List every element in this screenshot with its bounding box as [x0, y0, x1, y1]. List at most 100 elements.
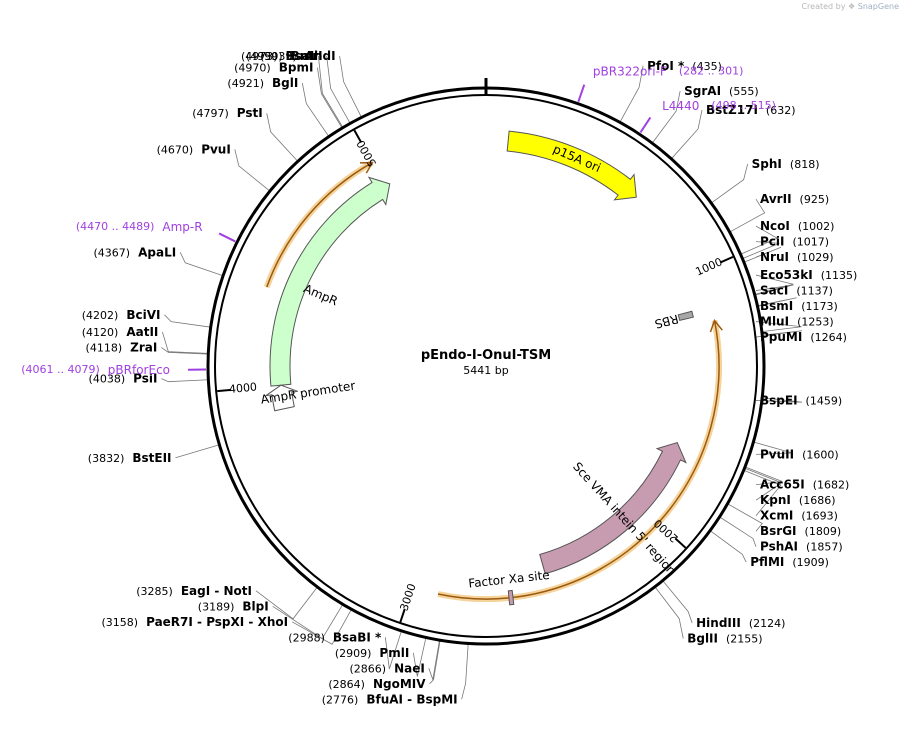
site-name-bfuai-bspmi: BfuAI - BspMI	[366, 692, 457, 706]
orf-arrowhead-0	[709, 318, 723, 333]
primer-pbr322ori-f-mark	[577, 84, 586, 102]
site-name-ppumi: PpuMI	[760, 330, 802, 344]
leader-apali	[179, 252, 224, 277]
site-ppumi: PpuMI(1264)	[760, 330, 847, 344]
site-bgli: (4921)BglI	[227, 76, 298, 90]
orf-arc-0	[437, 320, 720, 600]
site-eco53ki: Eco53kI(1135)	[760, 268, 857, 282]
leader-pmli	[412, 637, 427, 677]
site-name-pshai: PshAI	[760, 540, 798, 554]
site-name-zrai: ZraI	[130, 340, 157, 354]
site-name-sphi: SphI	[752, 157, 782, 171]
site-pos-bsmi: (1173)	[801, 300, 838, 313]
watermark-prefix: Created by	[801, 2, 846, 11]
leader-bcivi	[164, 314, 211, 328]
leader-sphi	[711, 163, 749, 204]
leader-ppumi	[755, 330, 803, 338]
site-sgrai: SgrAI(555)	[684, 84, 759, 98]
site-naei: (2866)NaeI	[349, 661, 424, 675]
leader-acc65i	[744, 466, 783, 486]
leader-bstz17i	[671, 110, 703, 160]
site-pos-bfuai-bspmi: (2776)	[322, 693, 359, 706]
leader-aatii	[162, 331, 209, 354]
site-pos-kpni: (1686)	[799, 494, 836, 507]
site-name-pvuii: PvuII	[760, 447, 794, 461]
leader-hindiii	[662, 580, 693, 624]
backbone-inner	[214, 94, 758, 638]
leader-pshai	[719, 516, 757, 547]
site-pcii: PciI(1017)	[760, 235, 829, 249]
feature-rbs-label: RBS	[653, 312, 680, 331]
site-pos-acc65i: (1682)	[813, 479, 850, 492]
site-pflmi: PflMI(1909)	[750, 555, 829, 569]
primer-amp-r-mark	[218, 232, 236, 243]
primer-name-amp-r: Amp-R	[162, 220, 202, 234]
primer-range-pbr322ori-f: (282 .. 301)	[679, 64, 744, 77]
site-eagi-noti: (3285)EagI - NotI	[136, 584, 252, 598]
site-name-bglii: BglII	[687, 631, 718, 645]
site-pos-hindiii: (2124)	[749, 617, 786, 630]
tick-label-1000: 1000	[694, 255, 725, 278]
leader-bfuai-bspmi	[461, 643, 469, 700]
site-blpi: (3189)BlpI	[198, 599, 269, 613]
feature-factor-xa-site-label: Factor Xa site	[468, 568, 551, 591]
site-name-hindiii: HindIII	[696, 616, 741, 630]
site-ahdi: (5039)AhdI	[260, 49, 335, 63]
site-name-bstz17i: BstZ17I	[706, 103, 758, 117]
tick-mark-5000	[353, 129, 363, 143]
site-bmri: (4999)BmrI	[246, 49, 323, 63]
primer-pbrforeco: (4061 .. 4079)pBRforEco	[21, 362, 170, 376]
leader-bspei	[755, 397, 802, 403]
site-name-acc65i: Acc65I	[760, 478, 805, 492]
site-name-pflmi: PflMI	[750, 555, 784, 569]
primer-range-l4440: (498 .. 515)	[711, 99, 776, 112]
leader-pvuii	[753, 441, 792, 455]
site-pos-bsai: (4973)	[241, 50, 278, 63]
leader-avrii	[729, 198, 766, 233]
tick-mark-3000	[399, 608, 406, 623]
leader-bsrgi	[727, 503, 763, 532]
snapgene-watermark: Created by ❖ SnapGene	[801, 2, 899, 11]
feature-factor-xa-site-arrow	[507, 589, 515, 606]
site-pmli: (2909)PmlI	[335, 646, 409, 660]
leader-bsai	[317, 55, 344, 128]
site-pos-bstz17i: (632)	[766, 104, 796, 117]
site-name-ngomiv: NgoMIV	[373, 677, 426, 691]
site-name-bsabi: BsaBI *	[333, 630, 382, 644]
primer-amp-r: (4470 .. 4489)Amp-R	[76, 220, 203, 234]
site-bcivi: (4202)BciVI	[82, 308, 161, 322]
leader-nrui	[743, 246, 782, 263]
tick-mark-1000	[719, 255, 734, 264]
site-pos-psti: (4797)	[192, 107, 229, 120]
site-pos-pfoi: (435)	[692, 60, 722, 73]
watermark-brand: SnapGene	[857, 2, 899, 11]
site-mlui: MluI(1253)	[760, 315, 834, 329]
site-pos-zrai: (4118)	[86, 341, 123, 354]
site-name-bspei: BspEI	[760, 393, 798, 407]
site-pos-bspei: (1459)	[806, 394, 843, 407]
primer-sites: pBR322ori-F(282 .. 301) L4440 (498 .. 515)…	[21, 64, 776, 376]
tick-label-2000: 2000	[651, 516, 680, 544]
site-name-bpmi: BpmI	[279, 61, 314, 75]
site-pos-naei: (2866)	[349, 662, 386, 675]
site-bstz17i: BstZ17I (632)	[706, 103, 795, 117]
feature-ampr-promoter-arrow	[265, 384, 298, 412]
tick-label-4000: 4000	[228, 380, 257, 396]
leader-paer7i-pspxi-xhoi	[291, 609, 352, 645]
primer-name-l4440: L4440	[662, 98, 699, 112]
primer-pbr322ori-f: pBR322ori-F(282 .. 301)	[593, 64, 744, 78]
leader-saci	[754, 284, 794, 296]
site-name-saci: SacI	[760, 284, 788, 298]
leader-psti	[266, 113, 299, 162]
leader-zrai	[161, 347, 209, 355]
site-ngomiv: (2864)NgoMIV	[328, 677, 426, 691]
site-bsteii: (3832)BstEII	[88, 451, 172, 465]
orf-arrowhead-1	[359, 161, 374, 174]
plasmid-name: pEndo-I-OnuI-TSM	[421, 348, 551, 363]
site-apali: (4367)ApaLI	[94, 245, 177, 259]
leader-bsabi	[384, 630, 402, 670]
site-pos-bsabi: (2988)	[288, 631, 325, 644]
site-paer7i-pspxi-xhoi: (3158)PaeR7I - PspXI - XhoI	[102, 615, 289, 629]
site-pos-bcivi: (4202)	[82, 309, 119, 322]
leader-bsmi	[755, 297, 797, 307]
